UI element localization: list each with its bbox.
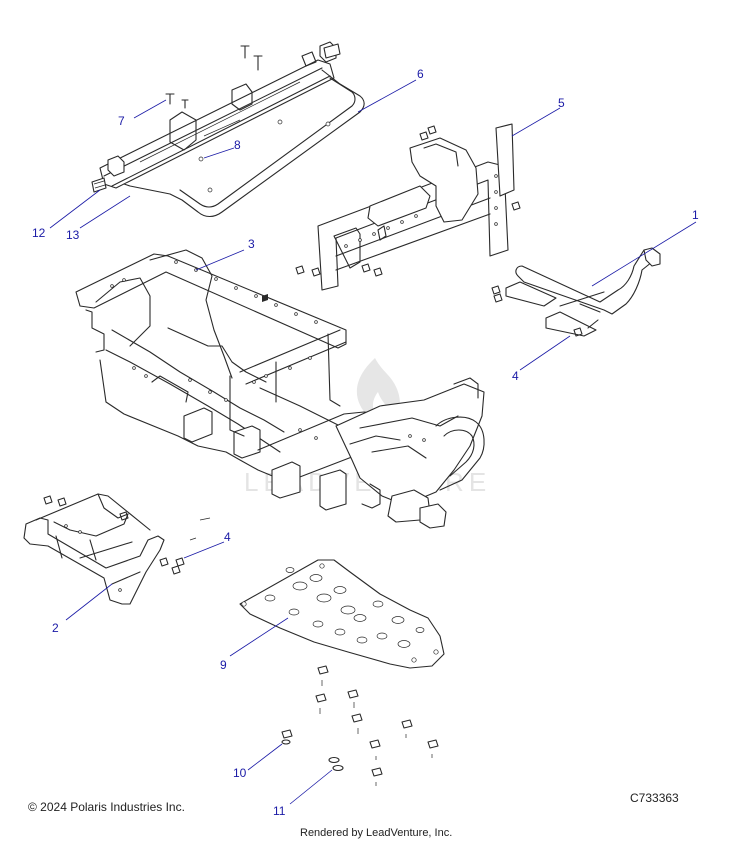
callout-3[interactable]: 3 <box>248 237 255 251</box>
part-rear-bar[interactable] <box>491 247 661 337</box>
part-main-frame[interactable] <box>75 249 485 529</box>
part-fasteners[interactable] <box>281 665 439 786</box>
callout-9[interactable]: 9 <box>220 658 227 672</box>
drawing-code: C733363 <box>630 791 679 805</box>
callout-2[interactable]: 2 <box>52 621 59 635</box>
callout-4-rear[interactable]: 4 <box>512 369 519 383</box>
copyright-text: © 2024 Polaris Industries Inc. <box>28 800 185 814</box>
callouts: 1 2 3 4 4 5 6 7 8 9 10 11 12 13 <box>32 67 699 818</box>
callout-12[interactable]: 12 <box>32 226 46 240</box>
rendered-by-text: Rendered by LeadVenture, Inc. <box>300 827 453 839</box>
callout-1[interactable]: 1 <box>692 208 699 222</box>
callout-4-front[interactable]: 4 <box>224 530 231 544</box>
callout-10[interactable]: 10 <box>233 766 247 780</box>
callout-8[interactable]: 8 <box>234 138 241 152</box>
callout-7[interactable]: 7 <box>118 114 125 128</box>
leader-lines <box>49 79 697 805</box>
callout-5[interactable]: 5 <box>558 96 565 110</box>
part-skid-plate[interactable] <box>239 559 445 669</box>
part-cab-frame[interactable] <box>295 123 521 291</box>
part-front-guard[interactable] <box>23 493 211 605</box>
callout-13[interactable]: 13 <box>66 228 80 242</box>
callout-6[interactable]: 6 <box>417 67 424 81</box>
part-bed-frame[interactable] <box>91 41 365 218</box>
callout-11[interactable]: 11 <box>273 804 286 818</box>
